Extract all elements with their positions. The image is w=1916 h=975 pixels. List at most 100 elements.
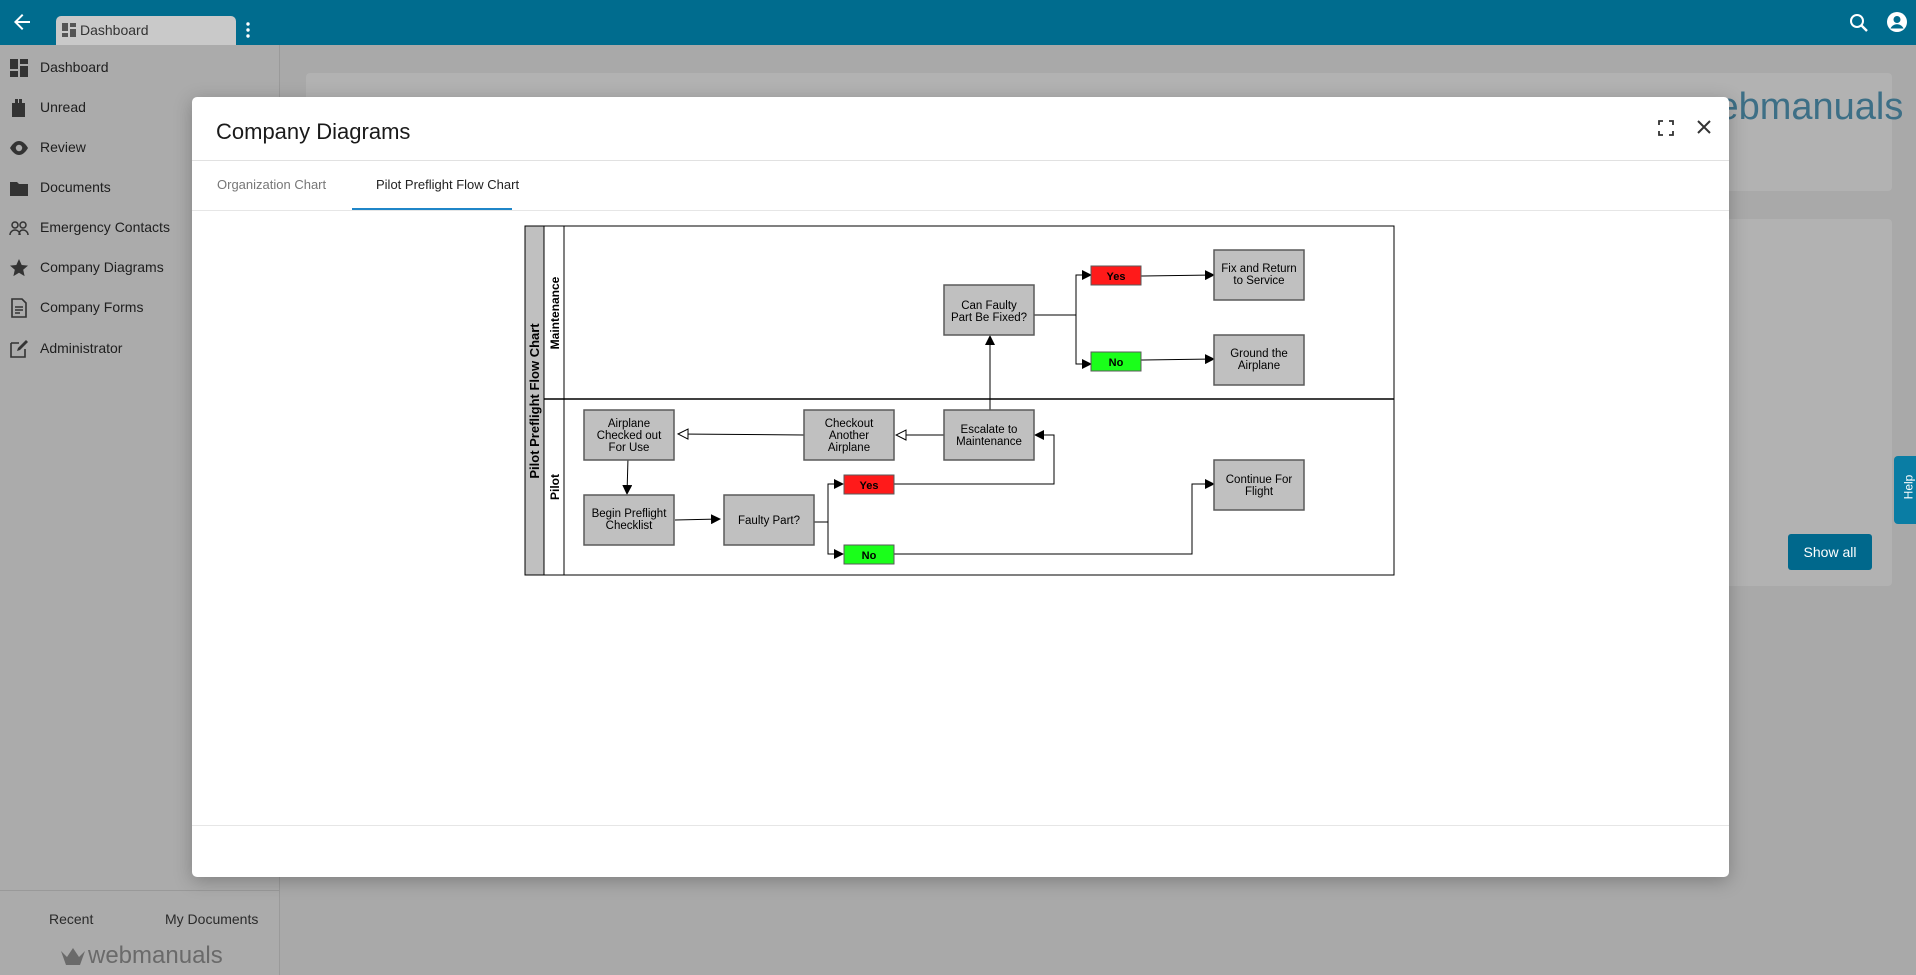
sidebar-item-administrator[interactable]: Administrator <box>0 328 279 368</box>
node-text: Checkout <box>825 418 874 430</box>
top-bar: Dashboard <box>0 0 1916 45</box>
node-ground-the-airplane[interactable]: Ground the Airplane <box>1213 334 1305 386</box>
tabs-divider <box>192 210 1729 211</box>
node-escalate-to-maintenance[interactable]: Escalate to Maintenance <box>943 409 1035 461</box>
sidebar-item-review[interactable]: Review <box>0 127 279 167</box>
connector <box>1033 270 1092 316</box>
node-text: Fix and Return <box>1221 263 1296 275</box>
help-label: Help <box>1901 474 1916 500</box>
yes-label-maintenance: Yes <box>1090 265 1142 286</box>
node-text: Maintenance <box>956 436 1022 448</box>
kebab-icon[interactable] <box>242 22 254 38</box>
node-can-faulty-part[interactable]: Can Faulty Part Be Fixed? <box>943 284 1035 336</box>
node-faulty-part[interactable]: Faulty Part? <box>723 494 815 546</box>
node-begin-preflight-checklist[interactable]: Begin Preflight Checklist <box>583 494 675 546</box>
sidebar-item-label: Documents <box>40 179 111 195</box>
sidebar-item-label: Company Forms <box>40 299 144 315</box>
sidebar-item-label: Unread <box>40 99 86 115</box>
node-text: Checklist <box>606 520 653 532</box>
yes-text: Yes <box>860 480 879 492</box>
connector <box>811 479 844 523</box>
lane-pilot-label: Pilot <box>548 474 562 500</box>
yes-text: Yes <box>1107 271 1126 283</box>
tab-pilot-preflight-flow-chart[interactable]: Pilot Preflight Flow Chart <box>376 177 520 192</box>
no-text: No <box>862 550 877 562</box>
connector <box>827 522 844 559</box>
dashboard-tab-label: Dashboard <box>80 22 149 38</box>
node-text: Airplane <box>1238 360 1280 372</box>
sidebar-item-company-diagrams[interactable]: Company Diagrams <box>0 247 279 287</box>
show-all-button[interactable]: Show all <box>1788 534 1872 570</box>
sidebar-item-label: Review <box>40 139 86 155</box>
node-text: to Service <box>1233 275 1284 287</box>
connector <box>622 457 633 495</box>
connector <box>894 479 1215 555</box>
my-documents-link[interactable]: My Documents <box>165 911 259 927</box>
connector <box>1140 354 1215 365</box>
sidebar-item-label: Company Diagrams <box>40 259 164 275</box>
sidebar-item-emergency-contacts[interactable]: Emergency Contacts <box>0 207 279 247</box>
edit-icon <box>10 340 28 358</box>
modal-header-divider <box>192 160 1729 161</box>
sidebar-item-label: Emergency Contacts <box>40 219 170 235</box>
modal-title: Company Diagrams <box>216 119 411 144</box>
sidebar-item-label: Dashboard <box>40 59 109 75</box>
webmanuals-logo-icon <box>61 948 85 965</box>
help-tab[interactable]: Help <box>1894 456 1916 524</box>
close-icon[interactable] <box>1694 117 1714 137</box>
node-text: Checked out <box>597 430 662 442</box>
lane-maintenance-label: Maintenance <box>548 276 562 349</box>
node-checkout-another-airplane[interactable]: Checkout Another Airplane <box>803 409 895 461</box>
user-icon[interactable] <box>1886 11 1908 38</box>
recent-link[interactable]: Recent <box>49 911 94 927</box>
star-icon <box>10 259 28 277</box>
sidebar-divider <box>0 890 279 891</box>
sidebar-item-documents[interactable]: Documents <box>0 167 279 207</box>
pool-header <box>524 225 545 576</box>
node-text: Part Be Fixed? <box>951 312 1027 324</box>
dashboard-tab[interactable]: Dashboard <box>56 16 236 45</box>
unread-icon <box>12 99 25 117</box>
connector <box>674 514 721 525</box>
company-diagrams-modal: Company Diagrams Organization Chart Pilo… <box>192 97 1729 877</box>
pool-title: Pilot Preflight Flow Chart <box>527 323 542 479</box>
expand-icon[interactable] <box>1658 120 1674 136</box>
modal-footer-divider <box>192 825 1729 826</box>
yes-label-pilot: Yes <box>843 474 895 495</box>
node-text: Another <box>829 430 869 442</box>
dashboard-icon <box>62 23 76 37</box>
no-text: No <box>1109 357 1124 369</box>
sidebar-item-company-forms[interactable]: Company Forms <box>0 287 279 327</box>
node-airplane-checked-out[interactable]: Airplane Checked out For Use <box>583 409 675 461</box>
eye-icon <box>10 141 28 155</box>
no-label-pilot: No <box>843 544 895 565</box>
node-text: Flight <box>1245 486 1274 498</box>
pilot-preflight-flow-diagram: Pilot Preflight Flow Chart Maintenance P… <box>524 225 1396 583</box>
sidebar-item-label: Administrator <box>40 340 123 356</box>
node-text: For Use <box>609 442 650 454</box>
node-text: Begin Preflight <box>592 508 668 520</box>
people-icon <box>9 221 29 236</box>
folder-icon <box>10 182 28 196</box>
node-text: Faulty Part? <box>738 515 800 527</box>
node-continue-for-flight[interactable]: Continue For Flight <box>1213 459 1305 511</box>
node-text: Ground the <box>1230 348 1288 360</box>
node-text: Airplane <box>608 418 650 430</box>
active-tab-indicator <box>352 208 512 210</box>
dashboard-icon <box>10 59 28 77</box>
sidebar-item-unread[interactable]: Unread <box>0 87 279 127</box>
back-arrow-icon[interactable] <box>10 10 34 34</box>
node-text: Continue For <box>1226 474 1293 486</box>
search-icon[interactable] <box>1848 12 1870 39</box>
no-label-maintenance: No <box>1090 351 1142 372</box>
connector <box>1075 315 1092 369</box>
tab-organization-chart[interactable]: Organization Chart <box>217 177 327 192</box>
node-fix-and-return[interactable]: Fix and Return to Service <box>1213 249 1305 301</box>
connector <box>894 430 1055 485</box>
form-icon <box>11 298 27 318</box>
brand-name: webmanuals <box>88 942 223 969</box>
node-text: Can Faulty <box>961 300 1017 312</box>
sidebar-item-dashboard[interactable]: Dashboard <box>0 47 279 87</box>
connector <box>1140 270 1215 281</box>
connector <box>678 434 805 435</box>
